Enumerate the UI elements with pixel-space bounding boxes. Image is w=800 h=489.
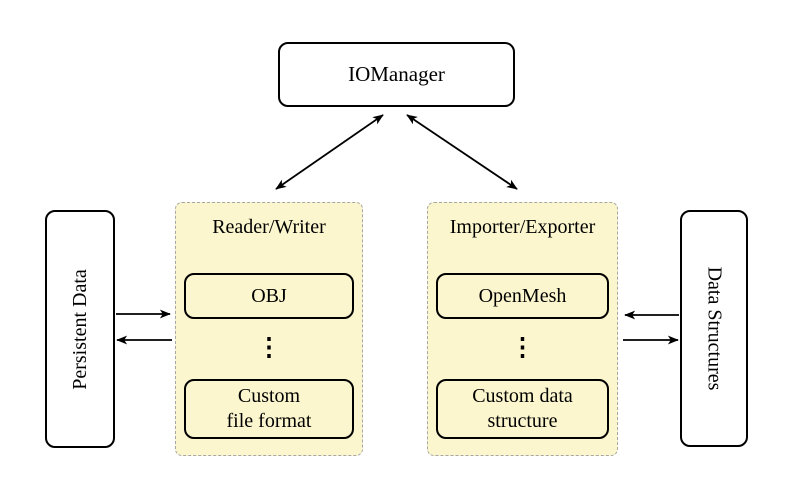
data-structures-label: Data Structures <box>703 266 726 391</box>
data-structures-box: Data Structures <box>680 210 748 447</box>
importer-exporter-ellipsis: ⋮ <box>510 334 535 361</box>
custom-file-format-box: Custom file format <box>184 379 354 439</box>
iomanager-label: IOManager <box>348 62 445 86</box>
importer-exporter-title: Importer/Exporter <box>449 216 596 238</box>
reader-writer-group: Reader/Writer OBJ ⋮ Custom file format <box>175 202 363 456</box>
reader-writer-title: Reader/Writer <box>212 216 326 238</box>
obj-box: OBJ <box>184 273 354 319</box>
reader-writer-ellipsis: ⋮ <box>256 334 282 361</box>
importer-exporter-group: Importer/Exporter OpenMesh ⋮ Custom data… <box>427 202 618 456</box>
arrow-iomanager-importerexporter <box>406 114 518 190</box>
openmesh-box: OpenMesh <box>436 273 609 319</box>
persistent-data-box: Persistent Data <box>45 210 115 448</box>
arrow-iomanager-readerwriter <box>275 114 384 190</box>
custom-data-structure-box: Custom data structure <box>436 379 609 439</box>
iomanager-box: IOManager <box>278 42 515 107</box>
persistent-data-label: Persistent Data <box>68 268 91 390</box>
